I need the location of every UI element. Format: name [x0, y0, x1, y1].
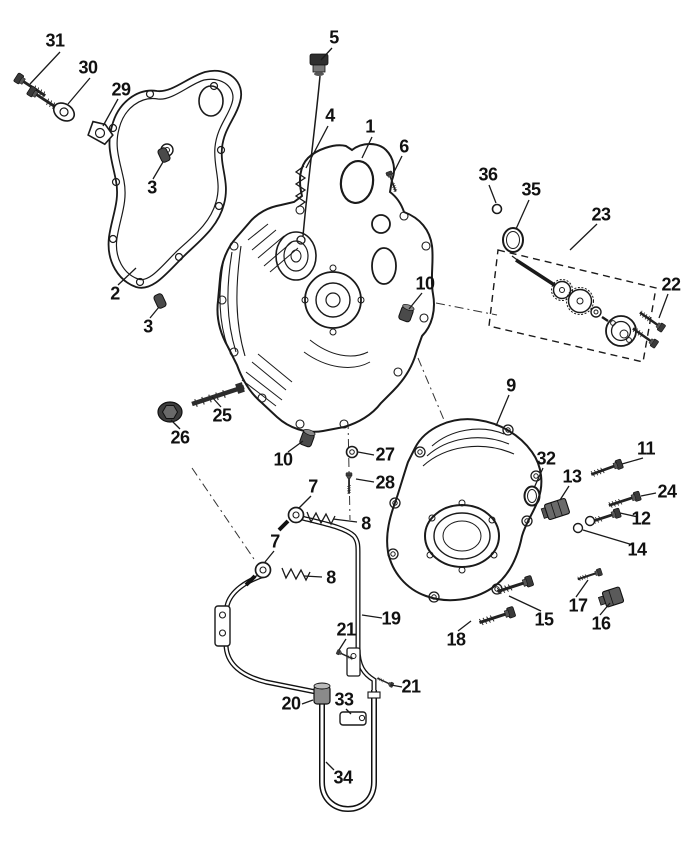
oil-pump-assembly-23 — [488, 249, 657, 363]
stud-25 — [191, 382, 245, 407]
fitting-20 — [313, 682, 331, 705]
hose-clamp-right — [367, 691, 381, 699]
flange-nut-26 — [157, 401, 183, 423]
fitting-30 — [52, 102, 76, 122]
dowel-10-upper — [398, 303, 415, 323]
bolt-21b — [375, 675, 395, 689]
leader-lines — [29, 47, 669, 771]
o-ring-35 — [502, 227, 524, 253]
bolt-11 — [588, 457, 625, 481]
bolt-18 — [476, 604, 518, 630]
banjo-fitting-7-lower — [244, 561, 272, 587]
o-ring-32 — [523, 485, 541, 507]
stud-17 — [575, 567, 604, 584]
gearcase-drawing — [386, 418, 543, 603]
pipe-bend-bracket — [346, 647, 361, 677]
pipe-bracket — [214, 605, 231, 647]
plug-16 — [597, 586, 625, 608]
washer-36 — [491, 203, 503, 215]
fitting-29 — [87, 120, 114, 146]
banjo-fitting-7-upper — [277, 506, 305, 532]
spring-8-upper — [306, 511, 336, 526]
dowel-pin-3-upper — [157, 147, 171, 163]
dowel-10-lower — [299, 428, 316, 448]
bolt-24 — [606, 489, 643, 512]
washers-14 — [572, 515, 596, 534]
crankcase-drawing — [216, 143, 435, 433]
dowel-pin-3-lower — [153, 293, 167, 309]
spring-8-lower — [281, 567, 311, 582]
washer-27 — [345, 445, 359, 459]
oil-line-assembly — [214, 506, 395, 812]
spring-4 — [294, 165, 307, 208]
clamp-33 — [339, 711, 367, 726]
plug-13 — [540, 497, 570, 521]
centerlines — [191, 302, 498, 563]
bolt-28 — [345, 471, 353, 495]
gasket-drawing — [107, 69, 243, 289]
